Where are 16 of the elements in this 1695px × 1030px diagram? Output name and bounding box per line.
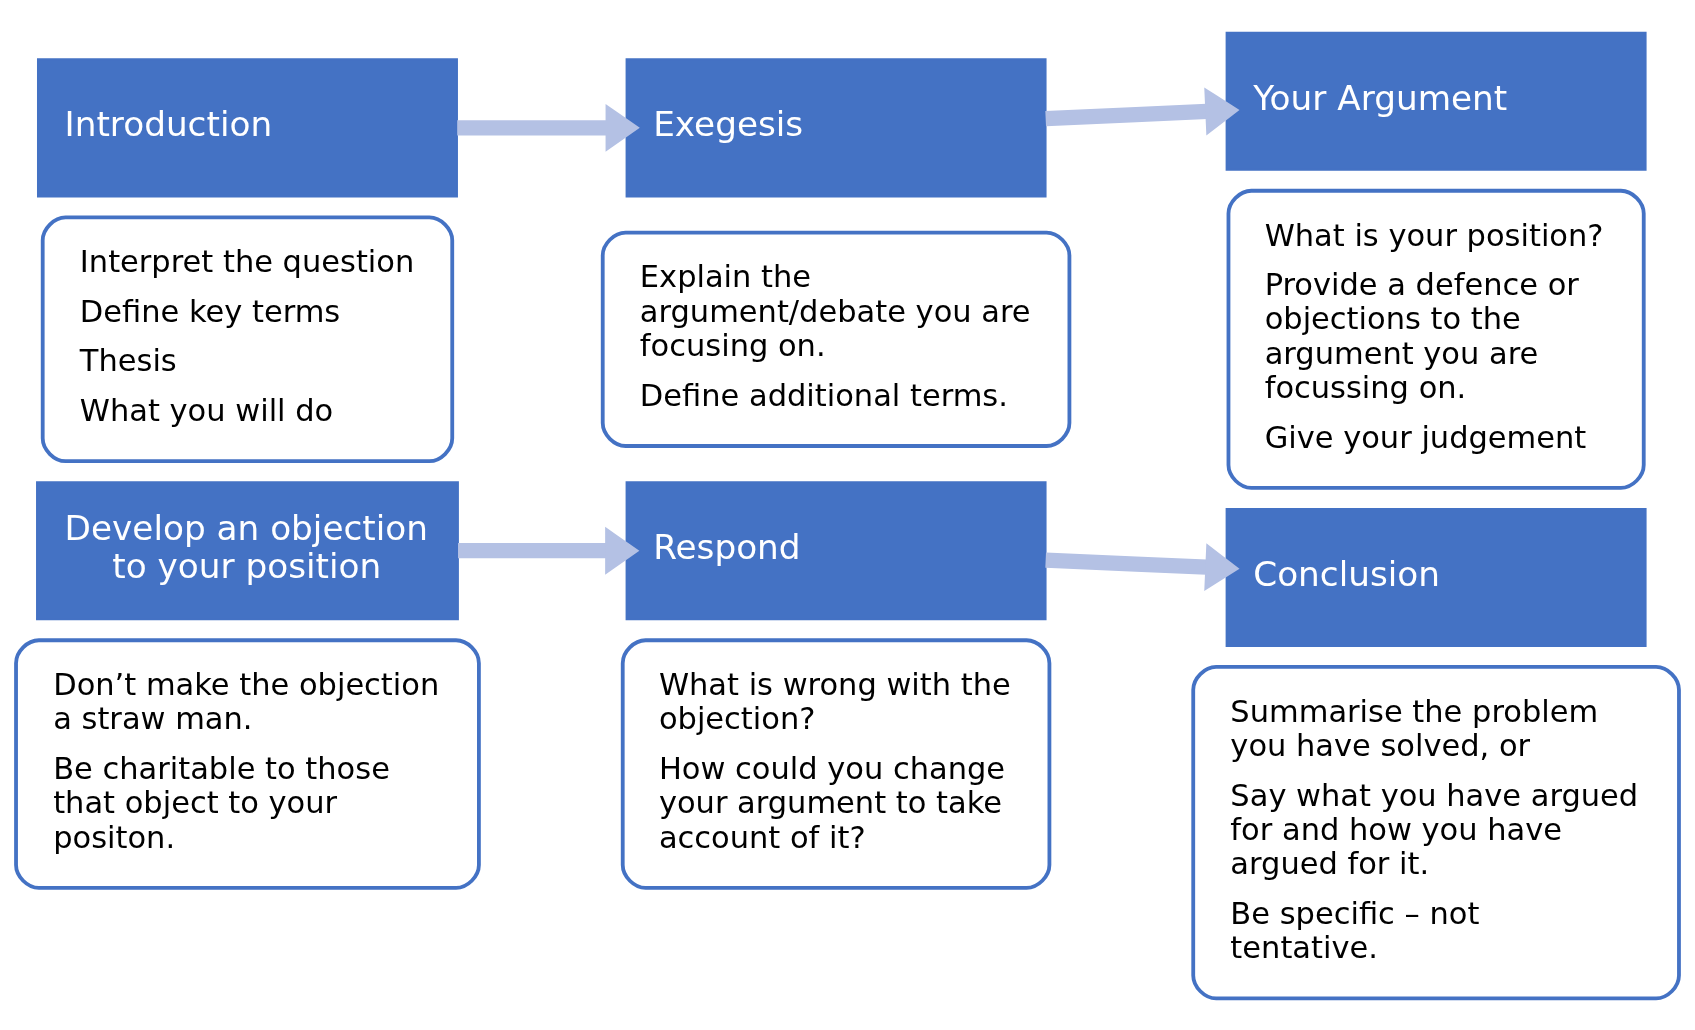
node-box: What is wrong with the objection? How could you change your argument to take account of it? xyxy=(620,637,1052,890)
node-box: Exegesis xyxy=(625,57,1047,197)
node-box: What is your position? Provide a defence or objections to the argument you are focussing on. Give your judgement xyxy=(1226,188,1646,490)
node-box: Respond xyxy=(625,480,1047,620)
node-box: Develop an objection to your position xyxy=(36,480,459,620)
arrow xyxy=(1045,542,1240,591)
node-box: Conclusion xyxy=(1225,507,1647,647)
node-box: Summarise the problem you have solved, or Say what you have argued for and how you have argued for it. Be specific – not tentative. xyxy=(1191,664,1681,1000)
node-box: Explain the argument/debate you are focusing on. Define additional terms. xyxy=(600,230,1072,448)
node-box: Don’t make the objection a straw man. Be charitable to those that object to your positon. xyxy=(14,637,481,890)
arrow xyxy=(458,526,640,575)
node-box: Introduction xyxy=(37,57,458,197)
node-box: Interpret the question Define key terms Thesis What you will do xyxy=(40,215,455,463)
node-box: Your Argument xyxy=(1225,31,1647,171)
arrow xyxy=(457,103,640,152)
arrow xyxy=(1045,87,1240,135)
